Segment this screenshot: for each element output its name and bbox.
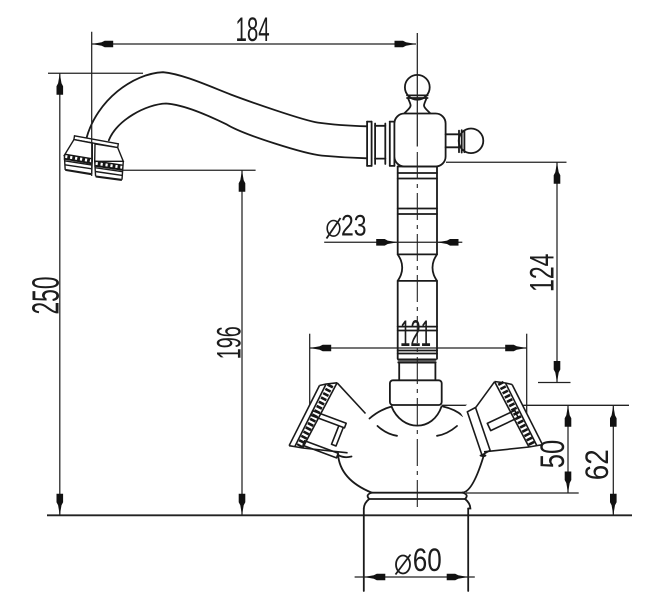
svg-text:250: 250 bbox=[26, 277, 68, 315]
svg-text:23: 23 bbox=[341, 210, 367, 243]
svg-text:62: 62 bbox=[579, 449, 615, 480]
svg-text:196: 196 bbox=[210, 326, 248, 359]
svg-text:121: 121 bbox=[400, 313, 431, 354]
svg-text:50: 50 bbox=[534, 440, 572, 469]
svg-text:60: 60 bbox=[413, 542, 442, 578]
svg-text:124: 124 bbox=[523, 254, 561, 293]
svg-text:184: 184 bbox=[236, 11, 270, 49]
